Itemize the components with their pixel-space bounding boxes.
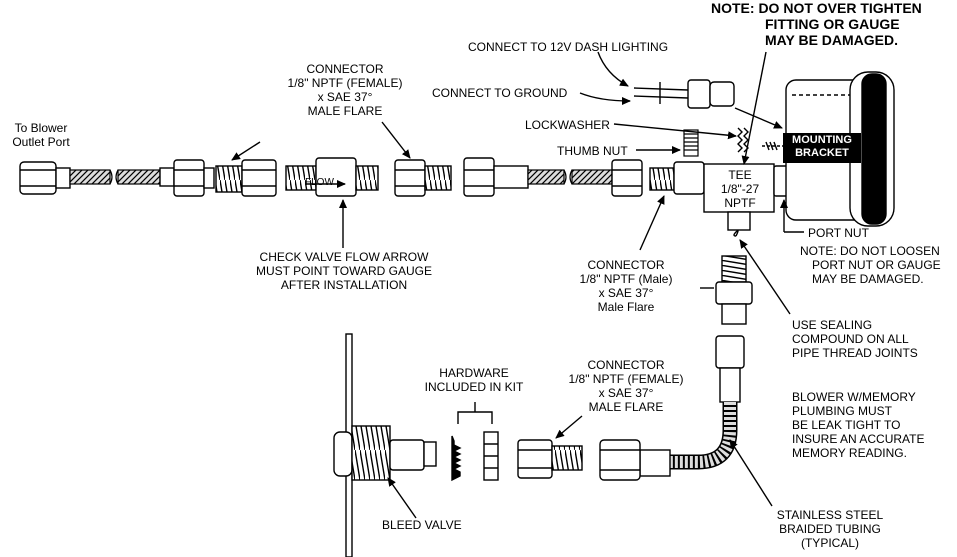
check-valve-label: CHECK VALVE FLOW ARROW MUST POINT TOWARD… xyxy=(236,250,452,292)
connector-top-line-3: x SAE 37° xyxy=(317,90,373,104)
blower-memory-line-3: BE LEAK TIGHT TO xyxy=(792,418,901,432)
top-warning-note: NOTE: DO NOT OVER TIGHTEN FITTING OR GAU… xyxy=(711,0,922,48)
braided-tubing-bend xyxy=(670,402,738,470)
top-warning-line-2: FITTING OR GAUGE xyxy=(765,16,900,32)
leaders-bottom xyxy=(387,239,791,519)
connector-top-line-1: CONNECTOR xyxy=(306,62,384,76)
connector-bottom-fitting xyxy=(517,439,583,479)
port-nut-warning-line-2: PORT NUT OR GAUGE xyxy=(812,258,941,272)
connector-bottom-line-3: x SAE 37° xyxy=(598,386,654,400)
connector-bottom-line-4: MALE FLARE xyxy=(588,400,664,414)
flare-nut-female-top xyxy=(215,159,277,197)
lockwasher xyxy=(737,127,786,153)
stainless-line-3: (TYPICAL) xyxy=(800,536,859,550)
mounting-bracket-label: MOUNTING BRACKET xyxy=(783,133,861,163)
mounting-bracket-line-1: MOUNTING xyxy=(792,134,852,146)
hardware-line-2: INCLUDED IN KIT xyxy=(424,380,524,394)
to-blower-line-1: To Blower xyxy=(14,121,68,135)
connector-male-line-3: x SAE 37° xyxy=(598,286,654,300)
to-blower-line-2: Outlet Port xyxy=(12,135,70,149)
connect-ground-label: CONNECT TO GROUND xyxy=(432,86,568,100)
bleed-valve xyxy=(333,333,437,557)
port-nut-label: PORT NUT xyxy=(808,226,869,240)
port-nut-warning-note: NOTE: DO NOT LOOSEN PORT NUT OR GAUGE MA… xyxy=(800,244,941,286)
braided-tubing-right xyxy=(527,169,613,185)
hose-end-middle xyxy=(463,157,529,197)
hose-end-bottom xyxy=(599,439,671,481)
connect-12v-label: CONNECT TO 12V DASH LIGHTING xyxy=(468,40,669,54)
connector-top-label: CONNECTOR 1/8" NPTF (FEMALE) x SAE 37° M… xyxy=(270,62,420,118)
sealing-line-1: USE SEALING xyxy=(792,318,873,332)
bleed-valve-label: BLEED VALVE xyxy=(382,518,462,532)
sealing-line-3: PIPE THREAD JOINTS xyxy=(792,346,918,360)
blower-outlet-fitting xyxy=(19,161,71,195)
port-nut-warning-line-1: NOTE: DO NOT LOOSEN xyxy=(800,244,940,258)
stainless-line-1: STAINLESS STEEL xyxy=(776,508,884,522)
check-valve-line-1: CHECK VALVE FLOW ARROW xyxy=(259,250,429,264)
mounting-bracket-line-2: BRACKET xyxy=(795,147,849,159)
sealing-line-2: COMPOUND ON ALL xyxy=(792,332,909,346)
blower-memory-line-1: BLOWER W/MEMORY xyxy=(792,390,916,404)
hose-end-left xyxy=(159,159,215,197)
vertical-connector xyxy=(715,229,753,403)
connector-top-fitting xyxy=(394,159,452,197)
male-connector-into-tee xyxy=(649,161,705,195)
connector-male-line-1: CONNECTOR xyxy=(587,258,665,272)
tee-label: TEE 1/8"-27 NPTF xyxy=(714,168,766,210)
tee-fitting xyxy=(703,163,775,231)
tee-line-1: TEE xyxy=(728,168,752,182)
connector-male-line-2: 1/8" NPTF (Male) xyxy=(579,272,673,286)
thumb-nut-label: THUMB NUT xyxy=(557,144,628,158)
blower-memory-label: BLOWER W/MEMORY PLUMBING MUST BE LEAK TI… xyxy=(792,390,924,460)
connector-bottom-line-2: 1/8" NPTF (FEMALE) xyxy=(568,372,684,386)
top-warning-line-3: MAY BE DAMAGED. xyxy=(765,32,899,48)
connector-male-line-4: Male Flare xyxy=(597,300,655,314)
blower-memory-line-4: INSURE AN ACCURATE xyxy=(792,432,925,446)
sealing-label: USE SEALING COMPOUND ON ALL PIPE THREAD … xyxy=(792,318,918,360)
connector-male-label: CONNECTOR 1/8" NPTF (Male) x SAE 37° Mal… xyxy=(566,258,686,314)
connector-top-line-2: 1/8" NPTF (FEMALE) xyxy=(287,76,403,90)
flow-label: FLOW xyxy=(305,177,334,188)
leaders-top xyxy=(231,51,804,251)
hose-end-right xyxy=(611,159,643,197)
check-valve xyxy=(285,157,379,197)
blower-memory-line-5: MEMORY READING. xyxy=(792,446,907,460)
thumb-nut xyxy=(683,129,699,157)
braided-tubing-left xyxy=(69,169,161,185)
lockwasher-label: LOCKWASHER xyxy=(525,118,610,132)
check-valve-line-2: MUST POINT TOWARD GAUGE xyxy=(255,264,433,278)
stainless-label: STAINLESS STEEL BRAIDED TUBING (TYPICAL) xyxy=(760,508,900,550)
lamp-socket xyxy=(633,79,735,109)
hardware-label: HARDWARE INCLUDED IN KIT xyxy=(416,366,532,394)
connector-bottom-label: CONNECTOR 1/8" NPTF (FEMALE) x SAE 37° M… xyxy=(556,358,696,414)
to-blower-label: To Blower Outlet Port xyxy=(6,121,76,149)
blower-memory-line-2: PLUMBING MUST xyxy=(792,404,893,418)
check-valve-line-3: AFTER INSTALLATION xyxy=(280,278,408,292)
top-warning-line-1: NOTE: DO NOT OVER TIGHTEN xyxy=(711,0,922,16)
tee-line-3: NPTF xyxy=(724,196,756,210)
connector-top-line-4: MALE FLARE xyxy=(307,104,383,118)
tee-line-2: 1/8"-27 xyxy=(720,182,760,196)
hardware-kit xyxy=(451,402,499,482)
stainless-line-2: BRAIDED TUBING xyxy=(779,522,881,536)
port-nut-warning-line-3: MAY BE DAMAGED. xyxy=(812,272,924,286)
connector-bottom-line-1: CONNECTOR xyxy=(587,358,665,372)
hardware-line-1: HARDWARE xyxy=(439,366,509,380)
